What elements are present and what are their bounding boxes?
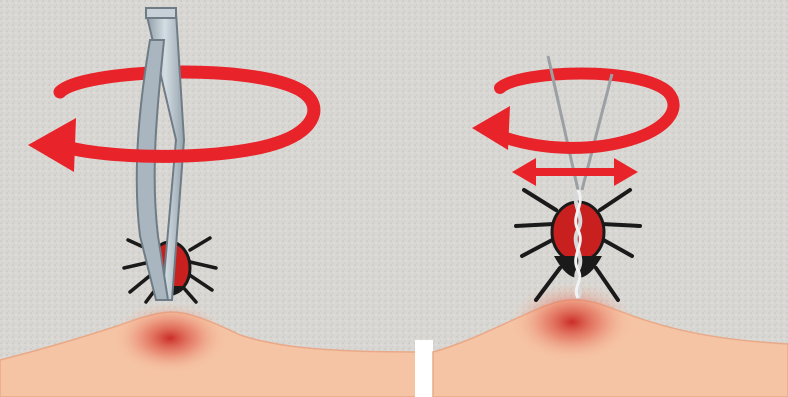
inflammation-spot-left bbox=[112, 302, 228, 374]
panel-divider bbox=[415, 340, 433, 397]
